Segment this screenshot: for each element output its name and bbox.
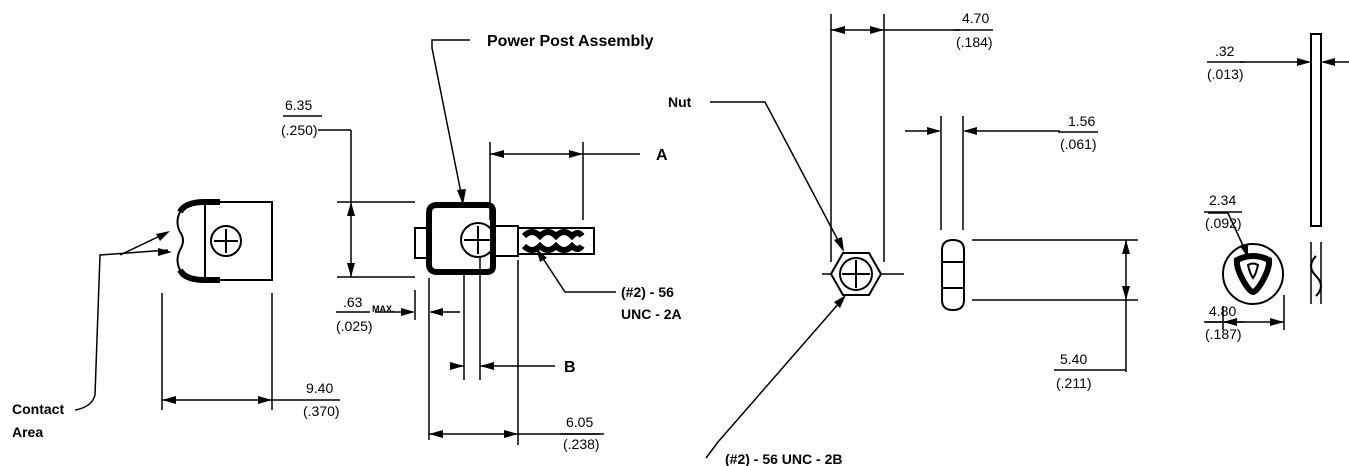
dim-4-70-mm: 4.70 [962, 10, 989, 26]
dim-0-32-mm: .32 [1215, 43, 1235, 59]
dim-4-80-mm: 4.80 [1209, 303, 1236, 319]
contact-area-label-2: Area [12, 424, 43, 440]
dim-6-05-inch: (.238) [563, 436, 600, 452]
dim-2-34-mm: 2.34 [1209, 192, 1236, 208]
dim-5-40-inch: (.211) [1056, 375, 1092, 391]
washer-view [1206, 212, 1285, 330]
dim-6-35-mm: 6.35 [285, 97, 312, 113]
contact-area-label-1: Contact [12, 401, 64, 417]
dim-0-63-mm: .63 [343, 294, 363, 310]
callout-b: B [564, 359, 576, 376]
thread-ext-label-2: UNC - 2A [621, 306, 682, 322]
thread-ext-label-1: (#2) - 56 [621, 284, 674, 300]
dim-1-56-inch: (.061) [1060, 136, 1097, 152]
nut-label: Nut [668, 94, 692, 110]
dim-5-40-mm: 5.40 [1060, 351, 1087, 367]
callout-a: A [656, 147, 668, 164]
power-post-label: Power Post Assembly [487, 33, 654, 50]
nut-side-view [905, 116, 1138, 372]
nut-view [705, 14, 960, 459]
plate-view [1240, 33, 1349, 304]
contact-view [74, 199, 300, 411]
dim-4-70-inch: (.184) [956, 34, 993, 50]
dim-9-40-mm: 9.40 [306, 380, 333, 396]
dim-0-63-inch: (.025) [336, 318, 373, 334]
dim-6-05-mm: 6.05 [566, 414, 593, 430]
dim-1-56-mm: 1.56 [1068, 113, 1095, 129]
dim-2-34-inch: (.092) [1205, 215, 1242, 231]
dim-6-35-inch: (.250) [281, 122, 318, 138]
power-post-view [318, 39, 640, 445]
dim-0-63-max: MAX. [372, 304, 395, 314]
dim-9-40-inch: (.370) [303, 403, 340, 419]
dim-0-32-inch: (.013) [1207, 66, 1244, 82]
thread-int-label: (#2) - 56 UNC - 2B [725, 451, 842, 466]
dim-4-80-inch: (.187) [1205, 326, 1242, 342]
